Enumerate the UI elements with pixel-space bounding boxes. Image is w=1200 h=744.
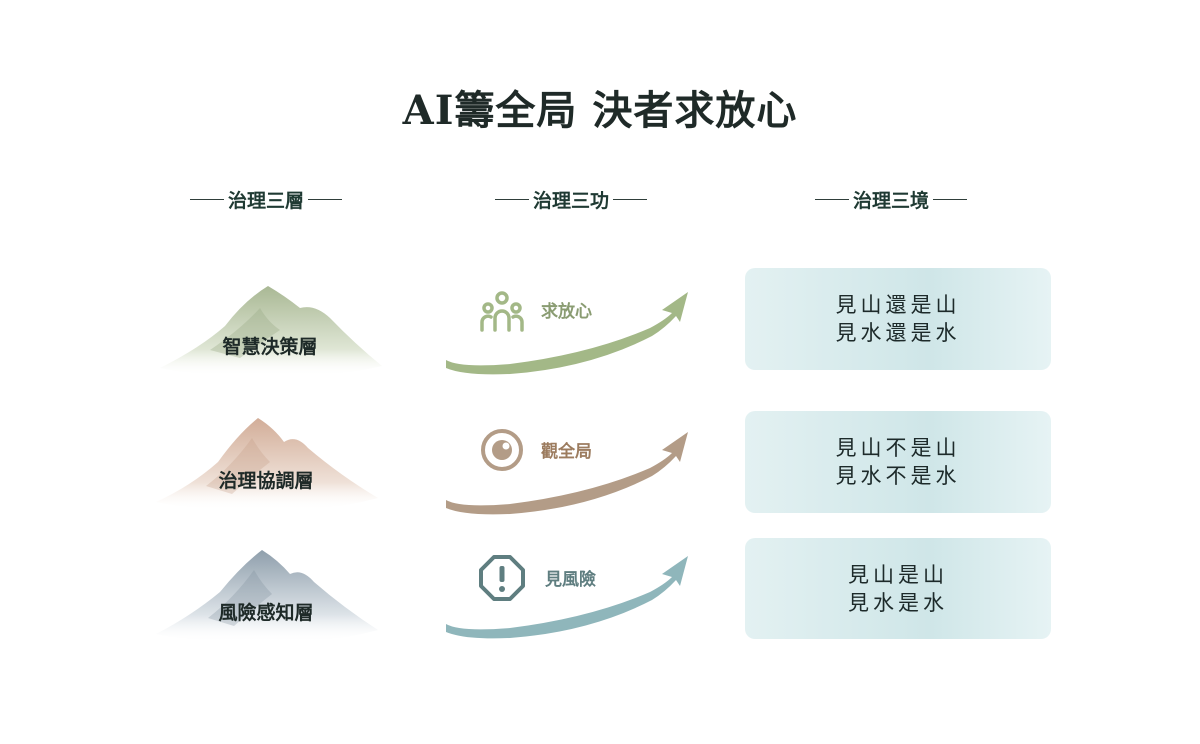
header-rule-left [494,198,529,200]
blue-mountain-icon [156,550,378,643]
page-title: AI籌全局 決者求放心 [402,87,798,134]
layer-label: 風險感知層 [218,602,314,624]
realm-box-1: 見山還是山 見水還是水 [745,268,1051,370]
header-rule-right [613,198,648,200]
realm-line: 見水是水 [848,590,948,615]
header-realms: 治理三境 [814,186,968,212]
realm-line: 見水不是水 [835,464,961,488]
function-label: 求放心 [541,302,592,322]
header-realms-label: 治理三境 [852,189,930,212]
mountain-risk-perception: 風險感知層 [146,544,386,654]
warning-icon [479,555,525,601]
realm-line: 見山還是山 [835,293,961,317]
header-rule-left [814,198,849,200]
people-icon [480,291,524,332]
header-rule-right [933,198,968,200]
header-layers: 治理三層 [189,186,343,212]
realm-box-2: 見山不是山 見水不是水 [745,411,1051,513]
header-functions-label: 治理三功 [532,189,610,212]
layer-label: 治理協調層 [218,470,314,492]
green-mountain-icon [160,286,382,377]
mountain-governance-coordination: 治理協調層 [146,412,386,522]
function-label: 觀全局 [541,442,592,462]
green-arrow [446,292,688,375]
realm-line: 見山是山 [848,562,948,587]
eye-icon [481,429,523,471]
header-rule-left [189,198,224,200]
header-rule-right [308,198,343,200]
function-label: 見風險 [545,570,596,590]
layer-label: 智慧決策層 [222,336,318,358]
realm-line: 見山不是山 [835,436,961,460]
header-layers-label: 治理三層 [227,189,305,212]
brown-arrow [446,432,688,515]
teal-arrow [446,556,688,639]
header-functions: 治理三功 [494,186,648,212]
pink-mountain-icon [156,418,378,511]
mountain-wisdom-decision: 智慧決策層 [150,278,390,388]
realm-line: 見水還是水 [835,321,961,345]
realm-box-3: 見山是山 見水是水 [745,538,1051,639]
